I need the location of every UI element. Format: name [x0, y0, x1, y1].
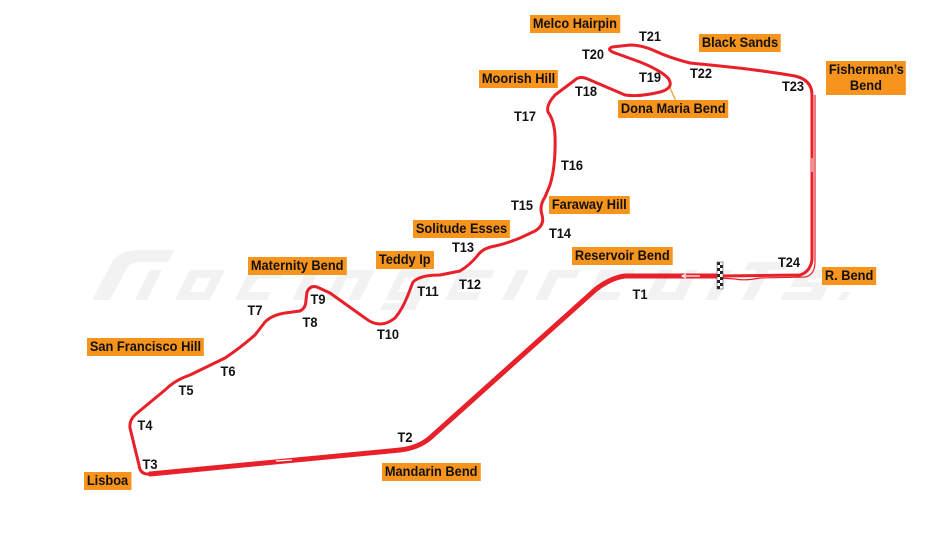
flag-square	[717, 262, 720, 265]
corner-name-teddy-ip: Teddy Ip	[376, 251, 434, 269]
turn-label-t6: T6	[220, 364, 236, 379]
arrow-left-icon	[680, 273, 700, 279]
flag-square	[720, 286, 723, 289]
flag-square	[717, 286, 720, 289]
track-circuit	[128, 43, 814, 476]
turn-label-t16: T16	[560, 158, 584, 173]
turn-label-t13: T13	[451, 240, 475, 255]
flag-square	[717, 283, 720, 286]
turn-label-t7: T7	[247, 303, 263, 318]
turn-label-t15: T15	[510, 198, 534, 213]
flag-square	[720, 277, 723, 280]
pit-lane	[719, 95, 816, 281]
flag-square	[717, 274, 720, 277]
turn-label-t8: T8	[302, 315, 318, 330]
flag-square	[720, 268, 723, 271]
arrow-left-icon	[275, 459, 293, 462]
flag-square	[717, 271, 720, 274]
flag-border	[716, 261, 724, 290]
turn-label-t4: T4	[137, 418, 153, 433]
flag-square	[717, 265, 720, 268]
turn-label-t11: T11	[417, 284, 439, 299]
flag-square	[720, 280, 723, 283]
flag-square	[720, 274, 723, 277]
turn-label-t17: T17	[513, 109, 537, 124]
turn-label-t14: T14	[548, 226, 572, 241]
turn-label-t2: T2	[397, 430, 413, 445]
flag-square	[717, 268, 720, 271]
turn-label-t18: T18	[574, 84, 598, 99]
corner-name-melco-hairpin: Melco Hairpin	[530, 15, 620, 33]
corner-name-lisboa: Lisboa	[84, 472, 132, 490]
turn-label-t10: T10	[376, 327, 400, 342]
corner-name-fishermans-bend: Fisherman’s Bend	[826, 61, 906, 95]
corner-name-dona-maria-bend: Dona Maria Bend	[618, 100, 729, 118]
turn-label-t24: T24	[777, 255, 801, 270]
flag-square	[717, 277, 720, 280]
corner-name-mandarin-bend: Mandarin Bend	[382, 463, 481, 481]
turn-label-t19: T19	[638, 70, 662, 85]
corner-name-faraway-hill: Faraway Hill	[549, 196, 630, 214]
corner-name-san-francisco-hill: San Francisco Hill	[87, 338, 204, 356]
turn-label-t5: T5	[178, 383, 194, 398]
corner-name-reservoir-bend: Reservoir Bend	[572, 247, 673, 265]
flag-square	[720, 262, 723, 265]
turn-label-t1: T1	[632, 287, 648, 302]
corner-name-solitude-esses: Solitude Esses	[413, 220, 510, 238]
turn-label-t9: T9	[310, 292, 326, 307]
checkered-flag-icon	[716, 261, 724, 290]
turn-label-t21: T21	[638, 29, 662, 44]
turn-label-t23: T23	[781, 79, 805, 94]
flag-square	[720, 265, 723, 268]
corner-name-moorish-hill: Moorish Hill	[479, 70, 559, 88]
turn-label-t12: T12	[458, 277, 482, 292]
turn-label-t3: T3	[142, 457, 158, 472]
corner-name-maternity-bend: Maternity Bend	[248, 257, 347, 275]
corner-name-r-bend: R. Bend	[822, 267, 877, 285]
track-main-straight-section	[147, 273, 723, 477]
corner-name-black-sands: Black Sands	[699, 34, 781, 52]
flag-square	[720, 283, 723, 286]
turn-label-t20: T20	[581, 47, 605, 62]
flag-square	[717, 280, 720, 283]
turn-label-t22: T22	[689, 66, 713, 81]
flag-square	[720, 271, 723, 274]
dona-maria-leader-line	[669, 87, 677, 102]
